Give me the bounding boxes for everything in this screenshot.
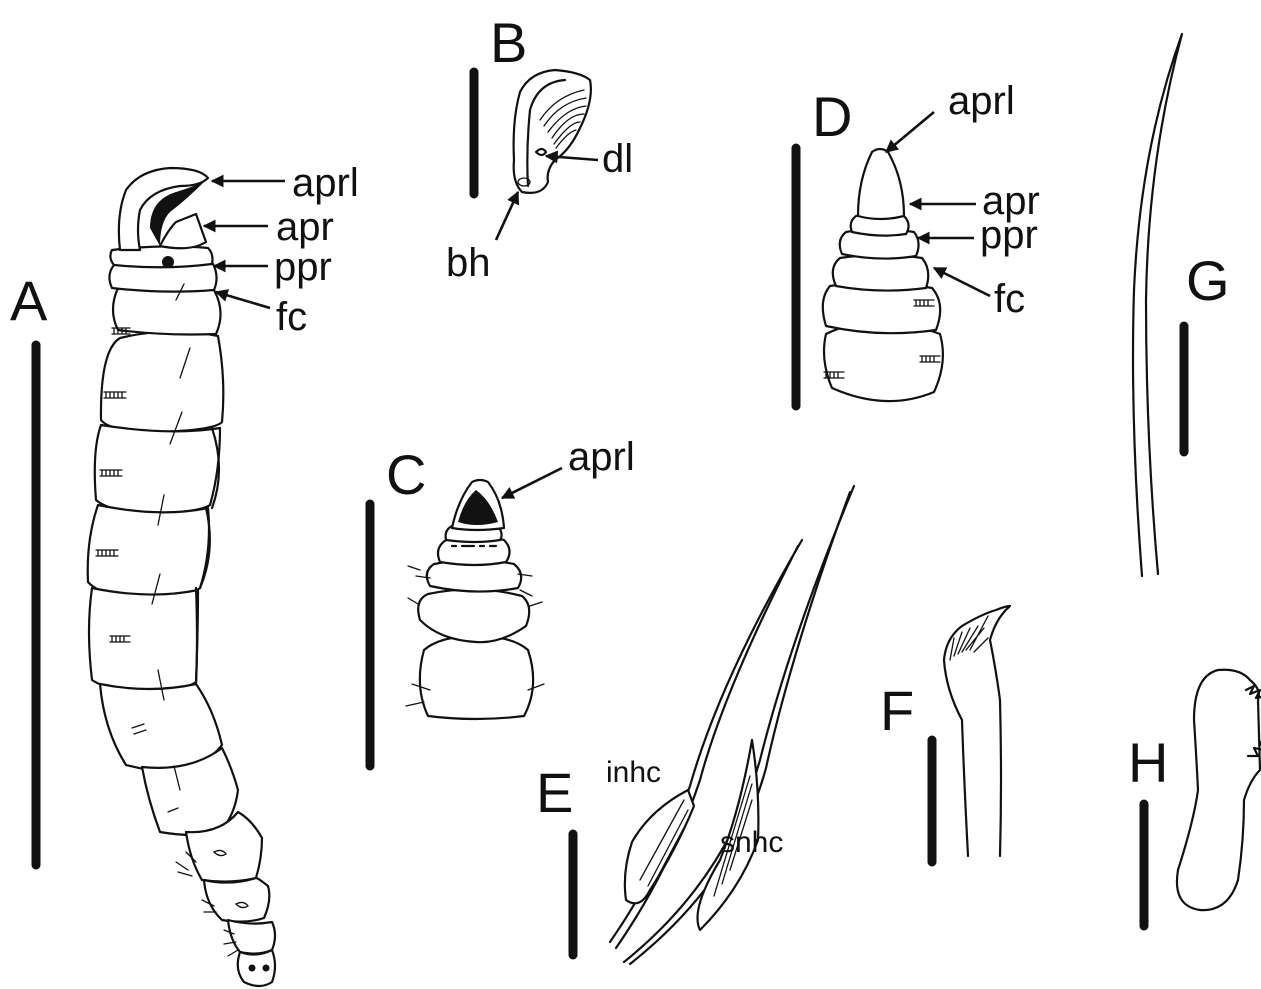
panel-g: G <box>1133 34 1230 576</box>
larva-head-dorsal <box>823 149 943 401</box>
panel-a-label-ppr: ppr <box>274 245 332 289</box>
panel-a-letter: A <box>10 269 48 332</box>
long-seta <box>1133 34 1182 576</box>
panel-a-label-apr: apr <box>276 205 334 249</box>
panel-a-label-fc: fc <box>276 295 307 339</box>
panel-e: E inhc snhc <box>536 486 854 964</box>
panel-b: B dl bh <box>446 11 633 285</box>
mandible-hook <box>514 70 591 193</box>
panel-c-letter: C <box>386 443 426 506</box>
panel-a-label-aprl: aprl <box>292 161 359 205</box>
panel-d-label-ppr: ppr <box>980 213 1038 257</box>
panel-c: C aprl <box>370 435 635 766</box>
comb-scale <box>944 606 1010 856</box>
panel-e-label-inhc: inhc <box>606 756 661 789</box>
panel-e-label-snhc: snhc <box>720 826 783 859</box>
panel-h: H <box>1128 670 1261 926</box>
panel-c-label-aprl: aprl <box>568 435 635 479</box>
panel-e-letter: E <box>536 761 573 824</box>
hair-setae <box>610 486 854 964</box>
panel-d: D aprl apr ppr fc <box>796 79 1040 406</box>
panel-h-letter: H <box>1128 731 1168 794</box>
panel-d-label-aprl: aprl <box>948 79 1015 123</box>
panel-f: F <box>880 606 1010 862</box>
panel-b-letter: B <box>490 11 527 74</box>
panel-b-label-bh: bh <box>446 241 491 285</box>
larva-body <box>88 168 275 986</box>
larva-head-ventral <box>406 480 544 719</box>
panel-a: A <box>10 161 359 986</box>
panel-d-letter: D <box>812 85 852 148</box>
spatulate-scale <box>1177 670 1261 910</box>
panel-b-label-dl: dl <box>602 137 633 181</box>
panel-f-letter: F <box>880 679 914 742</box>
panel-d-label-fc: fc <box>994 277 1025 321</box>
panel-g-letter: G <box>1186 249 1230 312</box>
